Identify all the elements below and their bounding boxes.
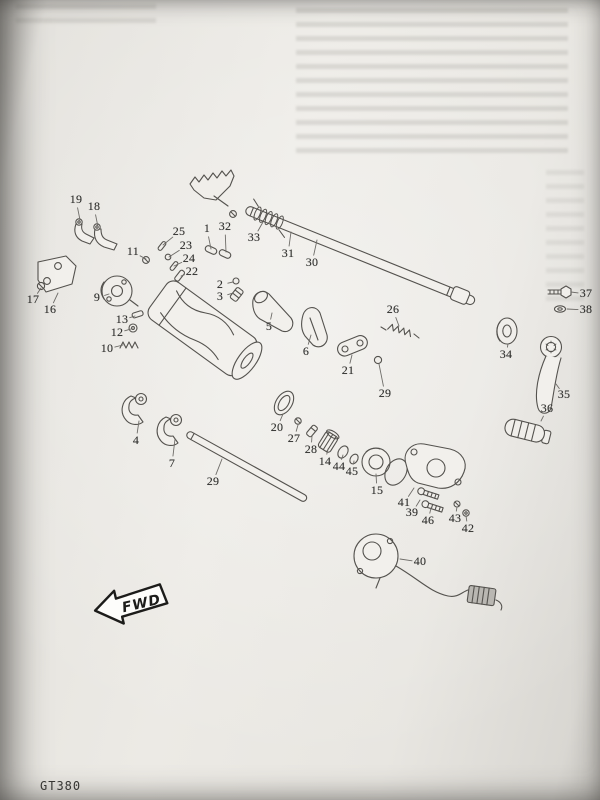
pin-spring-group xyxy=(229,277,244,302)
washer-stack-group xyxy=(273,390,408,486)
bearing-retainer-group xyxy=(404,443,470,517)
bleedthrough-top-left xyxy=(16,4,156,30)
shift-forks-group xyxy=(121,392,308,502)
pawl-pins-group xyxy=(142,241,232,282)
detent-levers-group xyxy=(36,218,118,293)
cam-drum-group xyxy=(100,275,263,380)
page-footer-model-code: GT380 xyxy=(40,779,82,793)
bleedthrough-table xyxy=(296,8,568,160)
gear-lever-group xyxy=(496,285,572,445)
cam-dogs-group xyxy=(252,290,328,348)
neutral-switch-group xyxy=(353,533,503,611)
fwd-arrow: FWD xyxy=(93,583,169,625)
shift-shaft-group xyxy=(189,169,476,306)
leader-lines xyxy=(36,207,579,562)
small-parts-left-group xyxy=(119,310,144,349)
stopper-arm-group xyxy=(337,323,420,365)
